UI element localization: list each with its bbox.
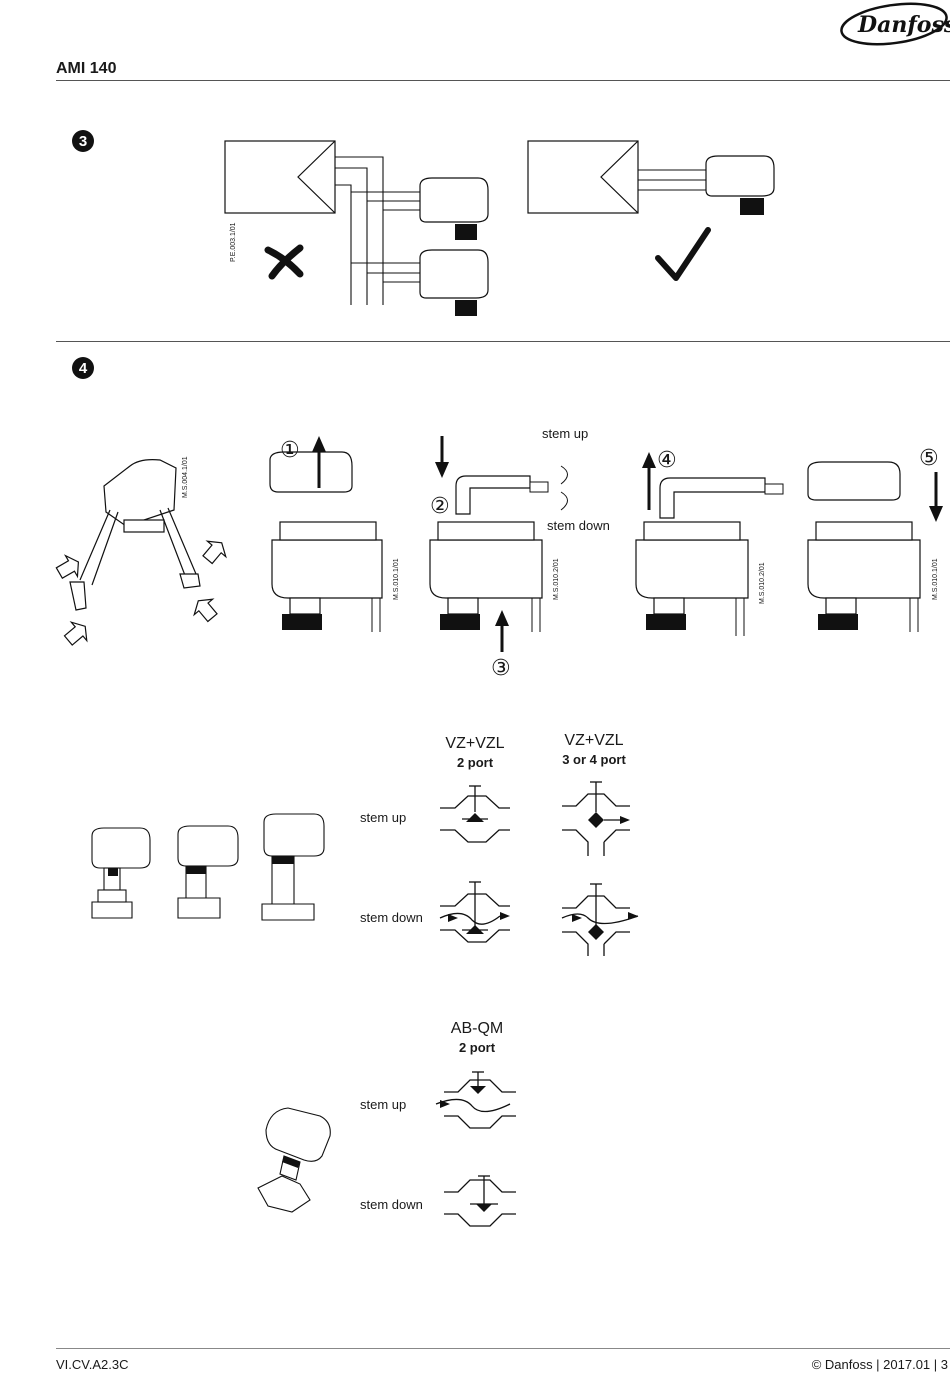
step-4-marker: ④ <box>657 448 677 473</box>
footer-copyright: © Danfoss | 2017.01 | 3 <box>811 1357 948 1372</box>
page-title: AMI 140 <box>56 60 117 77</box>
abqm-title: AB-QM <box>450 1020 504 1037</box>
cross-icon <box>264 244 304 280</box>
stem-down-label-top: stem down <box>547 518 610 533</box>
vzl-34port-ports: 3 or 4 port <box>562 752 626 767</box>
check-icon <box>655 227 711 281</box>
section-divider <box>56 341 950 342</box>
abqm-ports: 2 port <box>458 1040 496 1055</box>
vzl-34port-title: VZ+VZL <box>564 732 624 749</box>
step-1-marker: ① <box>280 438 300 463</box>
abqm-stem-down-label: stem down <box>360 1197 423 1212</box>
step-3-marker: ③ <box>491 656 511 681</box>
wiring-diagram <box>224 140 775 316</box>
stem-up-label-top: stem up <box>542 426 589 441</box>
step-5-marker: ⑤ <box>919 446 939 471</box>
section-4-badge: 4 <box>72 357 94 379</box>
vzl-stem-down-label: stem down <box>360 910 423 925</box>
footer-doc-code: VI.CV.A2.3C <box>56 1357 129 1372</box>
footer-divider <box>56 1348 950 1349</box>
svg-text:Danfoss: Danfoss <box>857 12 950 38</box>
vzl-2port-ports: 2 port <box>456 755 494 770</box>
header-divider <box>56 80 950 81</box>
danfoss-logo: Danfoss <box>838 2 950 46</box>
vzl-stem-up-label: stem up <box>360 810 407 825</box>
section-3-badge: 3 <box>72 130 94 152</box>
vzl-2port-title: VZ+VZL <box>445 735 505 752</box>
abqm-stem-up-label: stem up <box>360 1097 407 1112</box>
manual-override-illustration <box>55 436 943 652</box>
valve-symbols <box>91 781 639 1227</box>
step-2-marker: ② <box>430 494 450 519</box>
